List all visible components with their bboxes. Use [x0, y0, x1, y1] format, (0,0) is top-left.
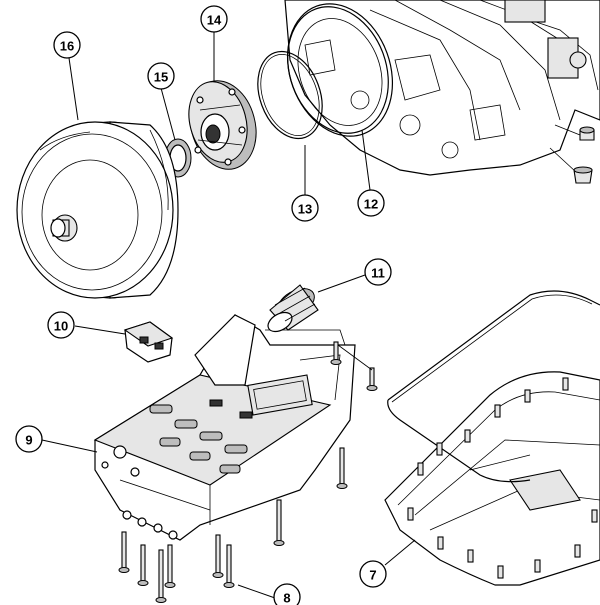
solenoid-cluster — [113, 399, 253, 477]
housing-seal-ring — [286, 3, 394, 137]
o-ring — [257, 50, 323, 140]
bolt — [155, 549, 167, 603]
electrical-connector — [123, 321, 174, 363]
callout-11: 11 — [364, 258, 392, 286]
bolt — [164, 544, 176, 588]
callout-9-label: 9 — [25, 433, 32, 448]
callout-16: 16 — [53, 31, 81, 59]
callout-16-label: 16 — [60, 39, 74, 54]
bolt — [212, 534, 224, 578]
callout-15-label: 15 — [154, 70, 168, 85]
callout-14: 14 — [200, 5, 228, 33]
callout-11-label: 11 — [371, 266, 385, 281]
callout-8: 8 — [273, 583, 301, 605]
drain-plug-upper — [554, 124, 595, 141]
bolt — [223, 544, 235, 588]
callout-10: 10 — [47, 311, 75, 339]
connector-sleeve — [267, 284, 319, 333]
valve-body-ports — [101, 461, 178, 540]
valve-body-bolts — [118, 341, 378, 603]
callout-7-label: 7 — [369, 568, 376, 583]
bolt — [336, 447, 348, 489]
pan-bolts — [407, 377, 598, 579]
oil-pan — [384, 290, 600, 586]
bolt — [118, 531, 130, 573]
callout-12-label: 12 — [364, 197, 378, 212]
callout-15: 15 — [147, 62, 175, 90]
callout-12: 12 — [357, 189, 385, 217]
oil-pump-assembly — [188, 80, 257, 170]
callout-10-label: 10 — [54, 319, 68, 334]
bolt — [137, 544, 149, 586]
callout-9: 9 — [15, 425, 43, 453]
torque-converter — [16, 121, 179, 299]
callout-7: 7 — [359, 560, 387, 588]
bolt — [273, 499, 285, 546]
callout-14-label: 14 — [207, 13, 222, 28]
bolt — [366, 367, 378, 391]
leader-lines — [41, 32, 416, 599]
transmission-housing — [284, 0, 600, 176]
valve-body — [93, 314, 356, 541]
drain-plug-lower — [549, 147, 593, 184]
callout-13: 13 — [291, 194, 319, 222]
callout-13-label: 13 — [298, 202, 312, 217]
callout-8-label: 8 — [283, 591, 290, 605]
bolt — [330, 341, 342, 365]
